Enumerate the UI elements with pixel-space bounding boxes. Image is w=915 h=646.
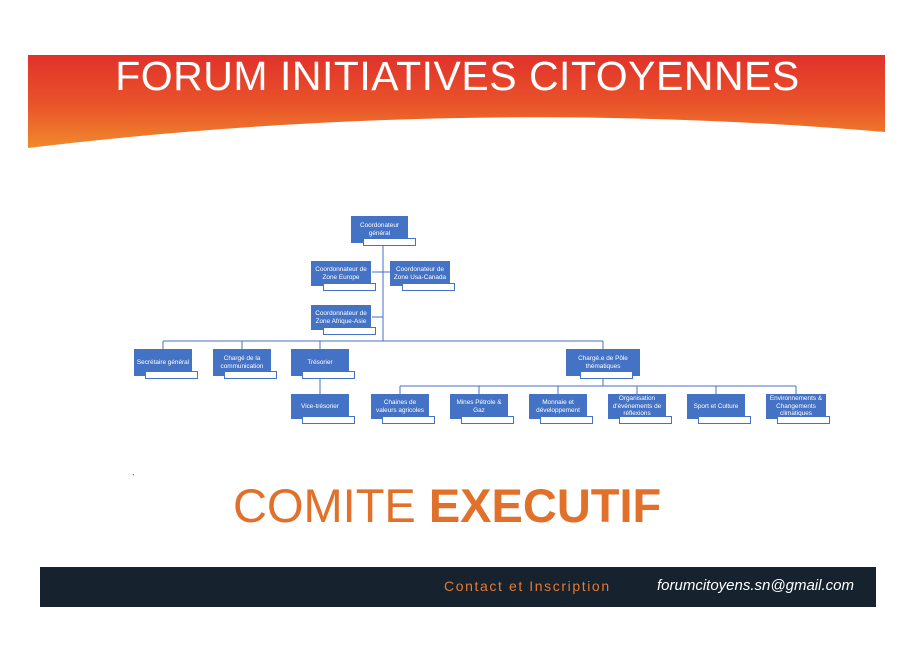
node-zone-europe-label: Coordonnateur de Zone Europe (315, 265, 367, 281)
node-mines: Mines Pétrole & Gaz (450, 394, 508, 419)
node-pole-label: Chargé.e de Pôle thématiques (578, 354, 628, 370)
footer-bar: Contact et Inscription forumcitoyens.sn@… (40, 567, 876, 607)
email-link[interactable]: forumcitoyens.sn@gmail.com (657, 577, 854, 594)
node-communication-name-box (224, 371, 277, 379)
heading-part1: COMITE (233, 479, 429, 532)
node-treasurer-name-box (302, 371, 355, 379)
node-zone-usa-canada-name-box (402, 283, 455, 291)
node-environment: Environnements & Changements climatiques (766, 394, 826, 419)
node-pole-name-box (580, 371, 633, 379)
node-zone-europe: Coordonnateur de Zone Europe (311, 261, 371, 286)
node-value-chains-label: Chaines de valeurs agricoles (376, 398, 424, 414)
node-zone-afrique-asie: Coordonnateur de Zone Afrique-Asie (311, 305, 371, 330)
banner-background (28, 55, 885, 148)
node-value-chains-name-box (382, 416, 435, 424)
heading-part2: EXECUTIF (428, 479, 662, 532)
node-secretary-name-box (145, 371, 198, 379)
node-mines-label: Mines Pétrole & Gaz (456, 398, 502, 414)
node-events-label: Organisation d'événements de réflexions (612, 395, 662, 418)
node-zone-europe-name-box (323, 283, 376, 291)
node-money: Monnaie et développement (529, 394, 587, 419)
node-sport: Sport et Culture (687, 394, 745, 419)
node-money-label: Monnaie et développement (536, 398, 580, 414)
node-value-chains: Chaines de valeurs agricoles (371, 394, 429, 419)
node-events: Organisation d'événements de réflexions (608, 394, 666, 419)
node-zone-afrique-asie-name-box (323, 327, 376, 335)
node-environment-name-box (777, 416, 830, 424)
node-environment-label: Environnements & Changements climatiques (769, 395, 823, 418)
node-sport-label: Sport et Culture (693, 402, 739, 410)
node-zone-afrique-asie-label: Coordonnateur de Zone Afrique-Asie (315, 309, 367, 325)
node-money-name-box (540, 416, 593, 424)
node-vice-treasurer-label: Vice-trésorier (301, 402, 339, 410)
node-zone-usa-canada: Coordonateur de Zone Usa-Canada (390, 261, 450, 286)
contact-label: Contact et Inscription (444, 578, 611, 594)
stray-mark: ` (132, 473, 135, 483)
comite-executif-heading: COMITE EXECUTIF (233, 478, 693, 533)
node-vice-treasurer: Vice-trésorier (291, 394, 349, 419)
node-zone-usa-canada-label: Coordonateur de Zone Usa-Canada (393, 265, 447, 281)
node-treasurer-label: Trésorier (307, 358, 333, 366)
node-mines-name-box (461, 416, 514, 424)
node-coordinator-name-box (363, 238, 416, 246)
node-communication-label: Chargé de la communication (220, 354, 264, 370)
node-events-name-box (619, 416, 672, 424)
node-sport-name-box (698, 416, 751, 424)
node-secretary-label: Secrétaire général (136, 358, 190, 366)
node-vice-treasurer-name-box (302, 416, 355, 424)
node-coordinator-label: Coordonateur général (359, 221, 400, 237)
banner-title: FORUM INITIATIVES CITOYENNES (115, 53, 800, 99)
